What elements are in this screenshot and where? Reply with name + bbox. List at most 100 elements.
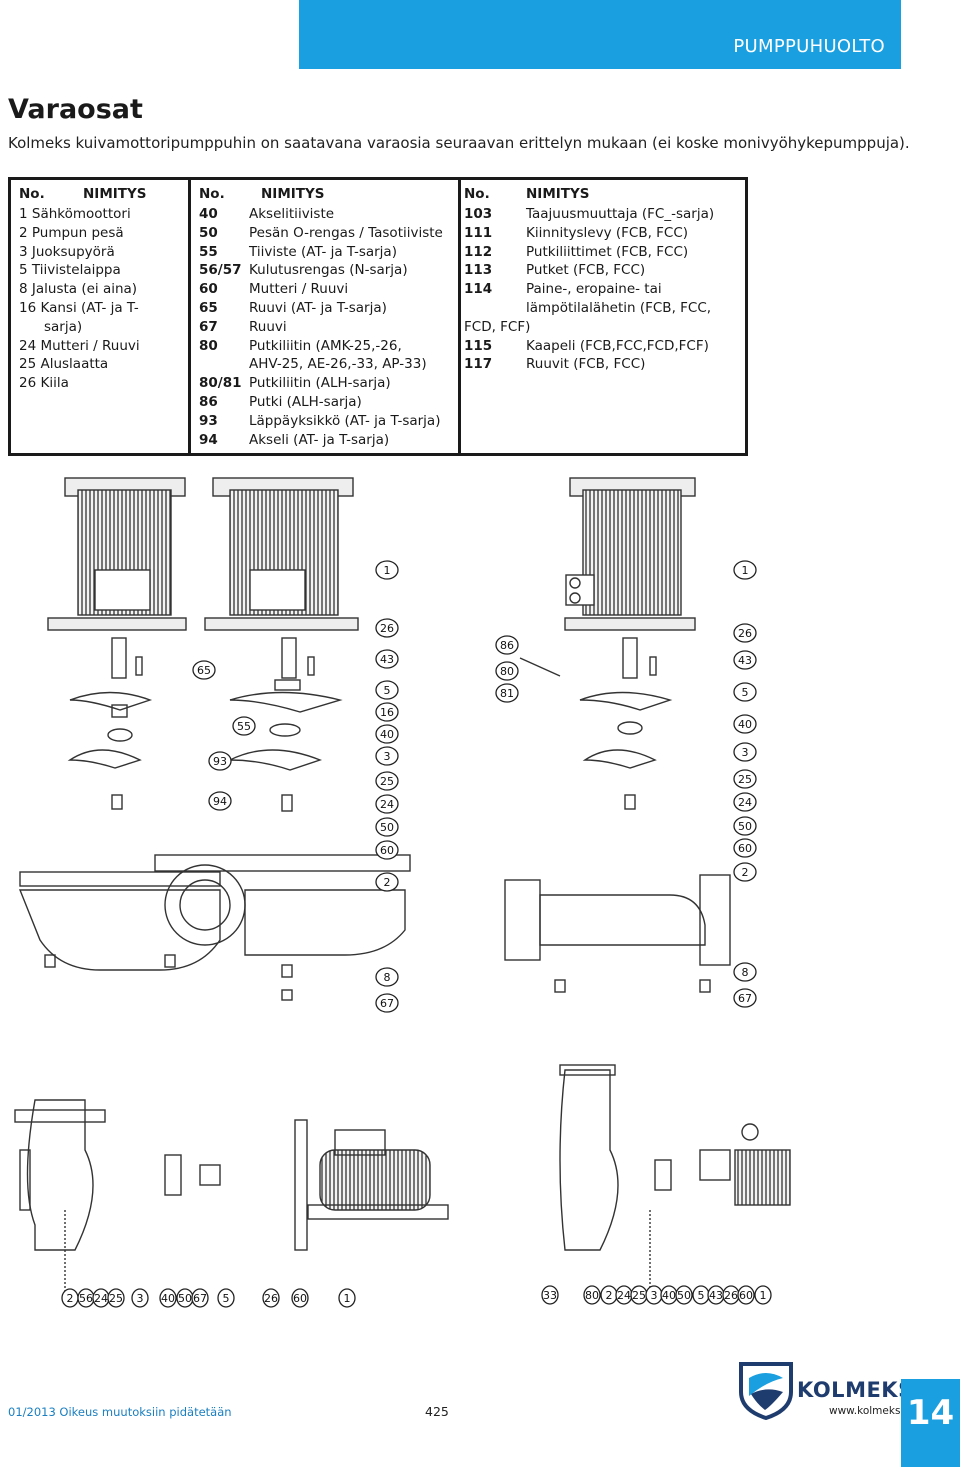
callout-label: 86: [495, 635, 519, 655]
intro-text: Kolmeks kuivamottoripumppuhin on saatava…: [8, 134, 910, 152]
svg-text:86: 86: [500, 639, 514, 652]
svg-text:43: 43: [380, 653, 394, 666]
website-link[interactable]: www.kolmeks.fi: [829, 1405, 911, 1417]
callout-label: 67: [733, 988, 757, 1008]
svg-text:25: 25: [380, 775, 394, 788]
svg-text:24: 24: [738, 796, 752, 809]
callout-label: 26: [262, 1288, 280, 1308]
callout-label: 26: [733, 623, 757, 643]
svg-text:24: 24: [380, 798, 394, 811]
part-row: 115 Kaapeli (FCB,FCC,FCD,FCF): [464, 337, 709, 356]
vertical-pump-drawing-left: [18, 477, 221, 971]
part-name: Kaapeli (FCB,FCC,FCD,FCF): [526, 337, 709, 354]
page-number: 14: [906, 1393, 955, 1433]
column-header-no: No.: [464, 186, 490, 202]
callout-label: 3: [375, 746, 399, 766]
part-number: 114: [464, 281, 493, 298]
svg-text:40: 40: [662, 1289, 676, 1302]
callout-label: 25: [630, 1285, 648, 1305]
part-name: Pesän O-rengas / Tasotiiviste: [249, 224, 443, 241]
part-name: Akseli (AT- ja T-sarja): [249, 431, 390, 448]
svg-text:1: 1: [760, 1289, 767, 1302]
exploded-drawings: [14, 477, 791, 1295]
callout-label: 1: [338, 1288, 356, 1308]
callout-label: 24: [375, 794, 399, 814]
callout-label: 26: [375, 618, 399, 638]
callout-label: 50: [733, 816, 757, 836]
svg-text:24: 24: [94, 1292, 108, 1305]
horizontal-pump-drawing-left: [14, 1099, 449, 1295]
column-header-name: NIMITYS: [261, 186, 325, 202]
svg-text:56: 56: [79, 1292, 93, 1305]
part-number: 103: [464, 206, 493, 222]
svg-text:33: 33: [543, 1289, 557, 1302]
part-name: Akselitiiviste: [249, 206, 335, 222]
callout-label: 80: [495, 661, 519, 681]
brand-name: KOLMEKS: [797, 1378, 914, 1402]
part-row: 2 Pumpun pesä: [19, 224, 124, 241]
part-number: 113: [464, 262, 493, 279]
page-number-box: 14: [901, 1379, 960, 1467]
part-name: Tiiviste (AT- ja T-sarja): [249, 243, 397, 260]
svg-text:81: 81: [500, 687, 514, 700]
callout-label: 60: [375, 840, 399, 860]
part-name: Putket (FCB, FCC): [526, 262, 646, 279]
part-number: 112: [464, 243, 493, 260]
callout-label: 40: [660, 1285, 678, 1305]
part-row: 24 Mutteri / Ruuvi: [19, 337, 140, 354]
callout-label: 60: [291, 1288, 309, 1308]
svg-text:80: 80: [500, 665, 514, 678]
callout-label: 3: [733, 742, 757, 762]
callout-label: 65: [192, 660, 216, 680]
callout-label: 60: [737, 1285, 755, 1305]
part-number: 94: [199, 431, 218, 448]
column-header-no: No.: [199, 186, 225, 202]
svg-text:1: 1: [344, 1292, 351, 1305]
svg-text:2: 2: [67, 1292, 74, 1305]
part-number: 115: [464, 337, 493, 354]
svg-text:3: 3: [651, 1289, 658, 1302]
svg-text:60: 60: [380, 844, 394, 857]
part-number: 40: [199, 206, 218, 222]
svg-text:67: 67: [193, 1292, 207, 1305]
svg-text:65: 65: [197, 664, 211, 677]
callout-label: 67: [375, 993, 399, 1013]
svg-text:60: 60: [738, 842, 752, 855]
svg-text:93: 93: [213, 755, 227, 768]
part-name: Ruuvi: [249, 318, 287, 335]
callout-label: 1: [754, 1285, 772, 1305]
footer-code: 425: [425, 1404, 449, 1419]
svg-text:2: 2: [742, 866, 749, 879]
svg-text:8: 8: [384, 971, 391, 984]
callout-label: 67: [191, 1288, 209, 1308]
callout-label: 43: [707, 1285, 725, 1305]
part-row: 94 Akseli (AT- ja T-sarja): [199, 431, 389, 450]
callout-label: 26: [722, 1285, 740, 1305]
callout-label: 5: [733, 682, 757, 702]
svg-text:50: 50: [380, 821, 394, 834]
callout-label: 2: [61, 1288, 79, 1308]
svg-text:60: 60: [293, 1292, 307, 1305]
callout-label: 24: [615, 1285, 633, 1305]
column-header-name: NIMITYS: [526, 186, 590, 202]
part-number: FCD, FCF): [464, 318, 531, 335]
svg-text:5: 5: [384, 684, 391, 697]
part-number: 93: [199, 412, 218, 429]
part-name: Taajuusmuuttaja (FC_-sarja): [526, 206, 715, 222]
callout-label: 50: [375, 817, 399, 837]
callout-label: 16: [375, 702, 399, 722]
svg-text:3: 3: [742, 746, 749, 759]
callout-label: 5: [217, 1288, 235, 1308]
part-name: lämpötilalähetin (FCB, FCC,: [526, 300, 712, 316]
svg-text:1: 1: [384, 564, 391, 577]
callout-label: 40: [375, 724, 399, 744]
part-number: 50: [199, 224, 218, 241]
svg-text:60: 60: [739, 1289, 753, 1302]
